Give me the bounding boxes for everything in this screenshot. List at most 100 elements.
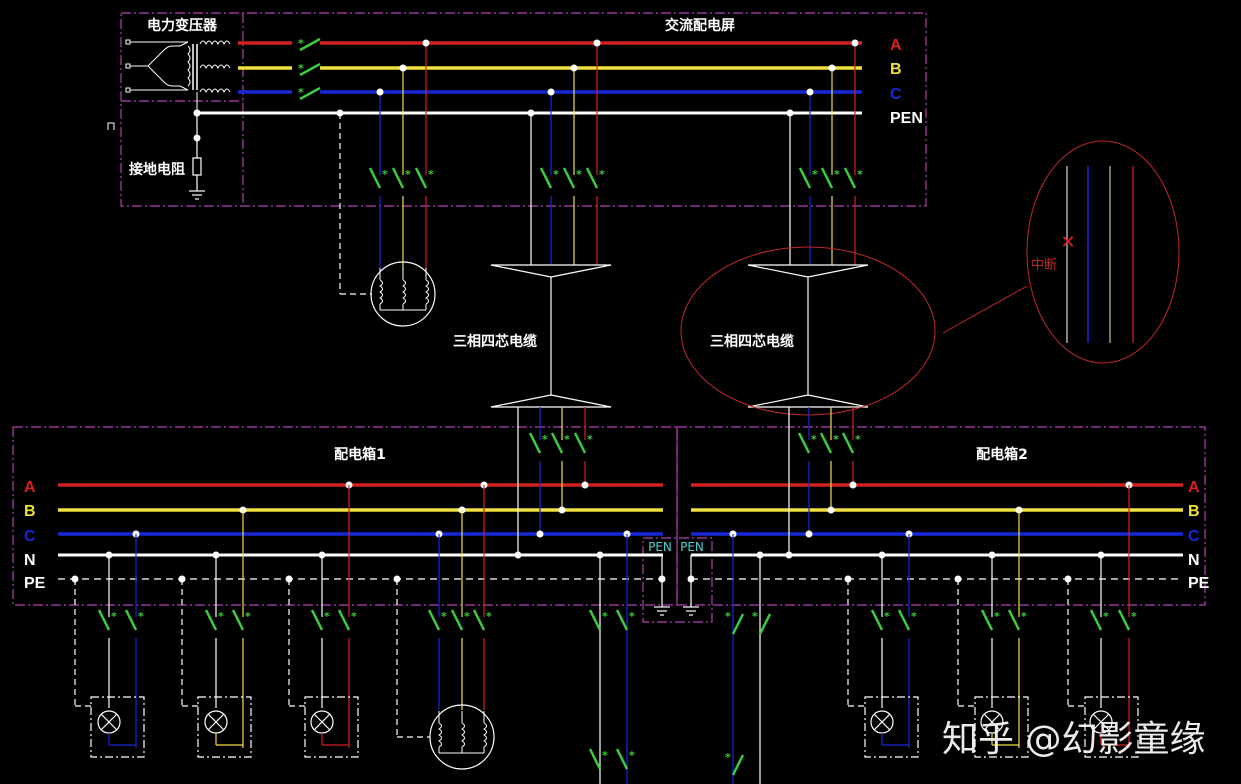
lamp-load (974, 696, 1029, 758)
distribution-box-1: 配电箱1 A B C N PE (12, 426, 678, 606)
box1-label-n: N (24, 552, 36, 569)
switch-contact-mark: * (298, 62, 304, 75)
motor-circle (370, 261, 436, 327)
lower-circuits: **************************** (58, 407, 1183, 784)
breaker-gap (292, 39, 320, 47)
switch-contact-mark: * (564, 433, 570, 446)
switch-blade (841, 432, 855, 454)
switch-blade (124, 609, 138, 631)
switch-contact-mark: * (405, 168, 411, 181)
bus-label-b: B (890, 61, 902, 78)
switch-blade (615, 609, 629, 631)
switch-contact-mark: * (382, 168, 388, 181)
switch-contact-mark: * (812, 168, 818, 181)
pen-tag-left: PEN (648, 540, 672, 554)
switch-blade (539, 167, 553, 189)
switch-contact-mark: * (599, 168, 605, 181)
breaker-switch-icon: * (1117, 609, 1137, 631)
break-marker-icon: ✕ (1060, 232, 1075, 253)
motor-winding (438, 722, 442, 748)
junction-dot (806, 88, 814, 96)
motor-winding (379, 279, 383, 305)
breaker-switch-icon: * (1007, 609, 1027, 631)
switch-contact-mark: * (245, 610, 251, 623)
box1-label-pe: PE (24, 575, 46, 592)
breaker-switch-icon: * (588, 609, 608, 631)
junction-dot (547, 88, 555, 96)
callout-zoom-ellipse (1026, 140, 1180, 364)
breaker-switch-icon: * (1089, 609, 1109, 631)
switch-contact-mark: * (725, 751, 731, 764)
cable-head-top (490, 264, 612, 278)
main-breaker-icon (299, 86, 321, 101)
motor-winding (425, 279, 429, 305)
cable-2-label: 三相四芯电缆 (710, 333, 794, 350)
lamp-cross (207, 713, 225, 731)
breaker-switch-icon: * (450, 609, 470, 631)
switch-blade (204, 609, 218, 631)
junction-dot (422, 39, 430, 47)
switch-contact-mark: * (725, 610, 731, 623)
switch-blade (310, 609, 324, 631)
breaker-switch-icon: * (124, 609, 144, 631)
switch-contact-mark: * (602, 610, 608, 623)
main-breaker-icon (299, 62, 321, 77)
junction-dot (536, 530, 544, 538)
box2-label-n: N (1188, 552, 1200, 569)
switch-blade (231, 609, 245, 631)
switch-contact-mark: * (855, 433, 861, 446)
cable-head-bottom (747, 394, 869, 408)
cables (490, 264, 869, 408)
ground-icon (654, 606, 670, 616)
switch-contact-mark: * (587, 433, 593, 446)
box1-label-b: B (24, 503, 36, 520)
breaker-switch-icon: * (585, 167, 605, 189)
corner-mark (107, 122, 115, 130)
breaker-switch-icon: * (725, 751, 745, 776)
lamp-enclosure (197, 696, 252, 758)
lamp-load (304, 696, 359, 758)
switch-blade (368, 167, 382, 189)
switch-blade (427, 609, 441, 631)
switch-blade (585, 167, 599, 189)
transformer-label: 电力变压器 (147, 17, 218, 34)
pen-enclosure-frame (642, 537, 713, 623)
ground-resistor-icon (189, 109, 205, 200)
switch-contact-mark: * (911, 610, 917, 623)
breaker-switch-icon: * (797, 432, 817, 454)
box2-label-b: B (1188, 503, 1200, 520)
switch-contact-mark: * (1103, 610, 1109, 623)
switch-blade (820, 167, 834, 189)
watermark: 知乎 @幻影童缘 (942, 719, 1206, 760)
switch-blade (97, 609, 111, 631)
switch-blade (798, 167, 812, 189)
lamp-load (864, 696, 919, 758)
lamp-enclosure (90, 696, 145, 758)
lamp-cross (983, 713, 1001, 731)
breaker-switch-icon: * (897, 609, 917, 631)
switch-blade (615, 748, 629, 770)
breaker-switch-icon: * (368, 167, 388, 189)
motor-winding (461, 722, 465, 748)
ground-icon (683, 606, 699, 616)
motor-circle (429, 704, 495, 770)
switch-blade (391, 167, 405, 189)
junction-dot (399, 64, 407, 72)
ground-resistor-label: 接地电阻 (129, 161, 185, 178)
breaker-switch-icon: * (539, 167, 559, 189)
cable-head-bottom (490, 394, 612, 408)
switch-blade (550, 432, 564, 454)
breaker-gap (292, 64, 320, 72)
breaker-switch-icon: * (870, 609, 890, 631)
switch-contact-mark: * (629, 610, 635, 623)
junction-dot (827, 506, 835, 514)
breaker-switch-icon: * (337, 609, 357, 631)
breaker-switch-icon: * (798, 167, 818, 189)
lamp-cross (313, 713, 331, 731)
switch-contact-mark: * (834, 168, 840, 181)
switch-blade (588, 609, 602, 631)
breaker-switch-icon: * (980, 609, 1000, 631)
junction-dot (805, 530, 813, 538)
fault-callout: ✕ 中断 (680, 140, 1180, 416)
